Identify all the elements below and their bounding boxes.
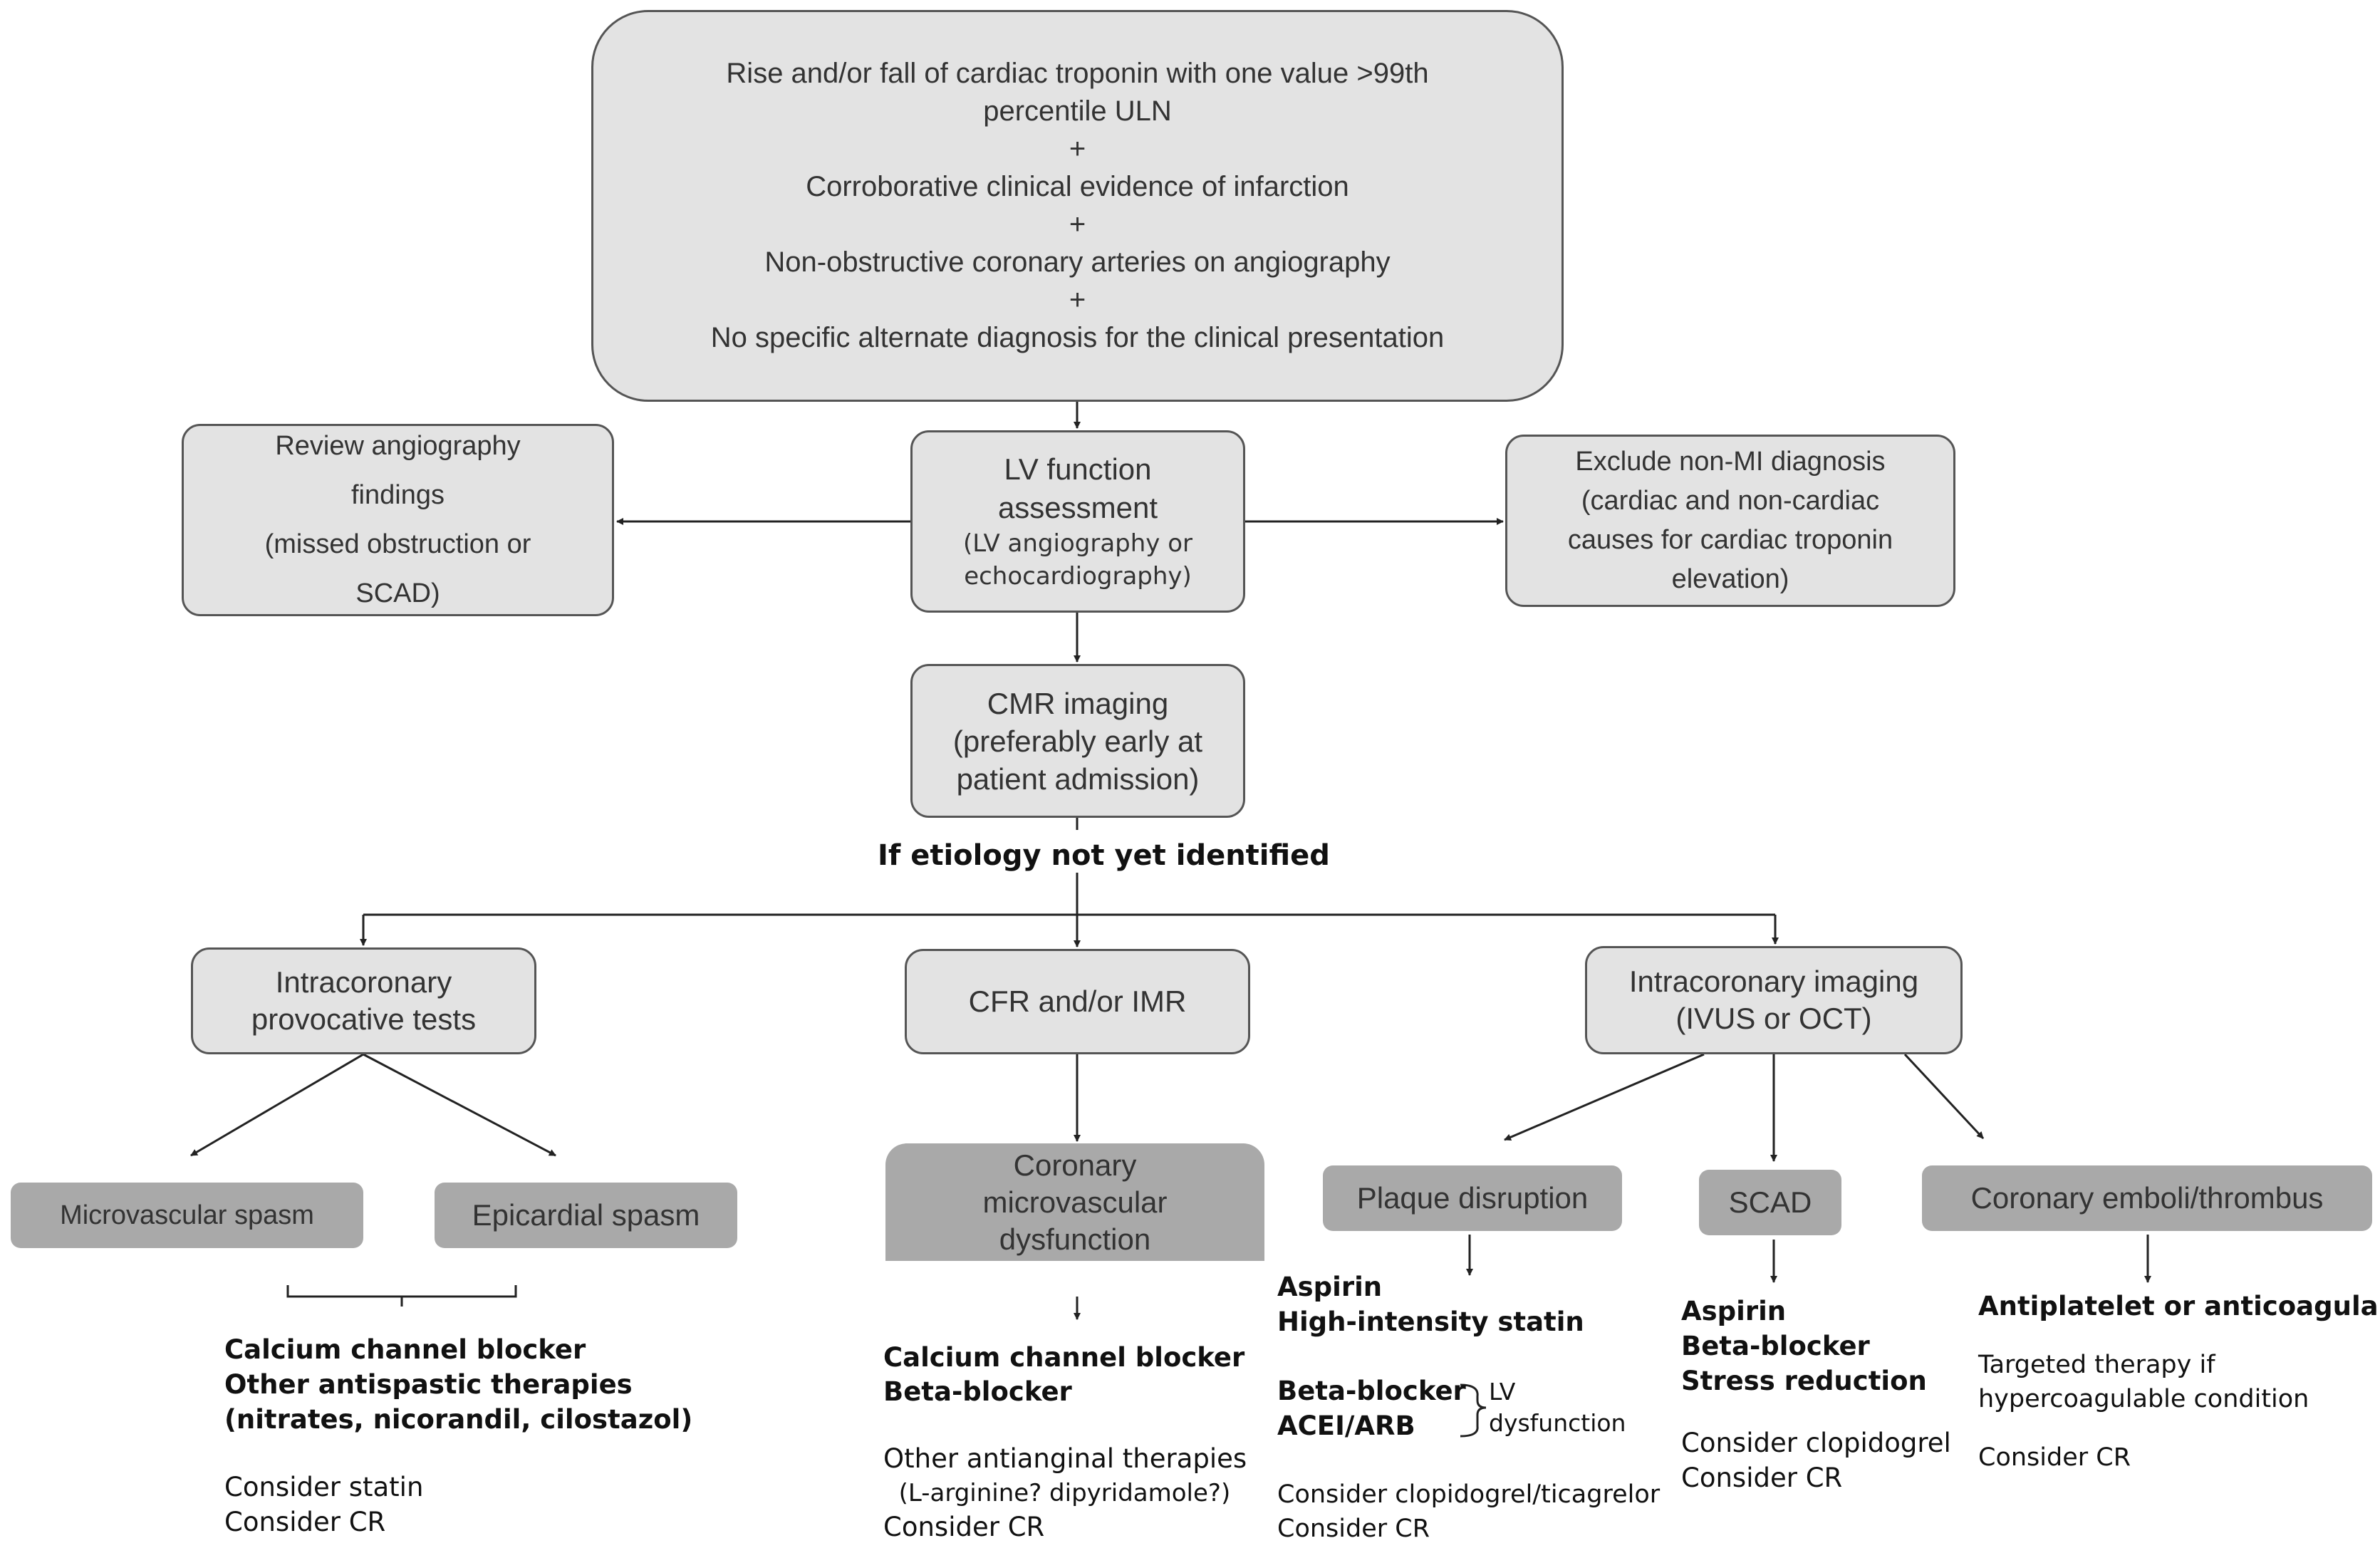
cmd-therapies: Calcium channel blocker Beta-blocker Oth… (883, 1341, 1247, 1544)
therapy-item: Stress reduction (1681, 1366, 1927, 1396)
node-sublabel: (LV angiography or (963, 529, 1192, 558)
lv-dysfunction-label: LV dysfunction (1489, 1376, 1626, 1439)
node-label: causes for cardiac troponin (1567, 525, 1893, 555)
lv-function-box: LV function assessment (LV angiography o… (910, 430, 1245, 613)
plus-sign: + (1069, 133, 1086, 165)
therapy-item: Beta-blocker (1681, 1331, 1870, 1361)
node-label: Intracoronary imaging (1628, 965, 1919, 998)
node-label: Review angiography (275, 431, 521, 461)
plaque-consider-therapies: Consider clopidogrel/ticagrelor Consider… (1277, 1477, 1660, 1546)
therapy-item: Antiplatelet or anticoagulant (1978, 1291, 2380, 1321)
connector-arrow (190, 1053, 364, 1157)
node-label: (cardiac and non-cardiac (1581, 486, 1880, 516)
therapy-item: Targeted therapy if (1978, 1351, 2215, 1379)
node-label: SCAD (1728, 1185, 1812, 1219)
therapy-item: Aspirin (1681, 1296, 1787, 1326)
cmr-imaging-box: CMR imaging (preferably early at patient… (910, 664, 1245, 818)
exclude-non-mi-box: Exclude non-MI diagnosis (cardiac and no… (1505, 435, 1955, 607)
cfr-imr-box: CFR and/or IMR (905, 949, 1250, 1054)
node-label: (preferably early at (952, 724, 1203, 758)
node-label: Exclude non-MI diagnosis (1575, 447, 1886, 477)
therapy-item: Beta-blocker (1277, 1376, 1466, 1406)
node-label: LV function (1004, 452, 1152, 486)
microvascular-spasm-box: Microvascular spasm (11, 1183, 363, 1248)
criteria-line: Non-obstructive coronary arteries on ang… (764, 246, 1391, 278)
node-label: dysfunction (999, 1222, 1151, 1256)
node-label: microvascular (982, 1185, 1168, 1219)
plus-sign: + (1069, 209, 1086, 240)
diagnostic-criteria-box: Rise and/or fall of cardiac troponin wit… (591, 10, 1564, 402)
therapy-item: Other antispastic therapies (224, 1369, 633, 1400)
therapy-item: Consider CR (1978, 1443, 2131, 1472)
node-label: provocative tests (251, 1002, 477, 1036)
scad-box: SCAD (1699, 1170, 1841, 1235)
therapy-item: Consider statin (224, 1472, 424, 1502)
coronary-microvascular-dysfunction-box: Coronary microvascular dysfunction (885, 1143, 1264, 1261)
node-label: (missed obstruction or (264, 529, 531, 559)
therapy-item: Consider clopidogrel/ticagrelor (1277, 1480, 1661, 1509)
plaque-disruption-box: Plaque disruption (1323, 1165, 1622, 1231)
therapy-item: Calcium channel blocker (224, 1334, 586, 1365)
lv-dysfunction-brace (1460, 1383, 1487, 1438)
node-label: Coronary emboli/thrombus (1970, 1181, 2324, 1215)
node-label: SCAD) (355, 578, 440, 608)
therapy-item: Consider clopidogrel (1681, 1428, 1951, 1458)
criteria-line: Corroborative clinical evidence of infar… (806, 171, 1349, 202)
coronary-emboli-box: Coronary emboli/thrombus (1922, 1165, 2372, 1231)
spasm-bracket (286, 1285, 517, 1307)
node-label: (IVUS or OCT) (1675, 1002, 1872, 1035)
node-label: CFR and/or IMR (968, 985, 1187, 1018)
node-label: patient admission) (956, 762, 1200, 796)
therapy-item: Other antianginal therapies (883, 1443, 1247, 1474)
therapy-item: Aspirin (1277, 1272, 1383, 1302)
connector-arrow (1504, 1053, 1705, 1141)
node-label: CMR imaging (987, 686, 1169, 720)
node-label: Coronary (1013, 1148, 1137, 1182)
etiology-branch-label: If etiology not yet identified (878, 839, 1330, 872)
therapy-item: Beta-blocker (883, 1376, 1072, 1407)
epicardial-spasm-box: Epicardial spasm (435, 1183, 737, 1248)
criteria-line: No specific alternate diagnosis for the … (710, 322, 1445, 353)
plus-sign: + (1069, 284, 1086, 316)
therapy-item: Calcium channel blocker (883, 1342, 1245, 1373)
therapy-item: Consider CR (1277, 1515, 1430, 1543)
therapy-item: ACEI/ARB (1277, 1411, 1415, 1441)
node-label: Intracoronary (275, 965, 452, 999)
therapy-item: (L-arginine? dipyridamole?) (883, 1479, 1231, 1507)
node-label: Epicardial spasm (472, 1198, 700, 1232)
plaque-therapies: Aspirin High-intensity statin (1277, 1269, 1584, 1339)
connector-arrow (1903, 1053, 1985, 1140)
connector-arrow (363, 1053, 556, 1157)
scad-therapies: Aspirin Beta-blocker Stress reduction Co… (1681, 1294, 1951, 1495)
brace-label: LV (1489, 1378, 1516, 1406)
node-label: Microvascular spasm (60, 1200, 314, 1230)
therapy-item: (nitrates, nicorandil, cilostazol) (224, 1404, 693, 1435)
intracoronary-imaging-box: Intracoronary imaging (IVUS or OCT) (1585, 946, 1963, 1054)
provocative-tests-box: Intracoronary provocative tests (191, 947, 536, 1054)
plaque-lv-therapies: Beta-blocker ACEI/ARB (1277, 1373, 1466, 1443)
therapy-item: hypercoagulable condition (1978, 1385, 2309, 1413)
therapy-item: Consider CR (1681, 1463, 1843, 1493)
review-angiography-box: Review angiography findings (missed obst… (182, 424, 614, 616)
node-label: findings (351, 480, 445, 510)
spasm-therapies: Calcium channel blocker Other antispasti… (224, 1332, 692, 1539)
criteria-line: percentile ULN (983, 95, 1172, 127)
node-label: assessment (997, 491, 1158, 524)
node-label: Plaque disruption (1356, 1181, 1589, 1215)
emboli-therapies: Antiplatelet or anticoagulant Targeted t… (1978, 1289, 2380, 1475)
criteria-line: Rise and/or fall of cardiac troponin wit… (726, 58, 1429, 89)
node-label: elevation) (1671, 564, 1789, 594)
therapy-item: Consider CR (224, 1507, 386, 1537)
therapy-item: High-intensity statin (1277, 1307, 1584, 1337)
node-sublabel: echocardiography) (964, 562, 1192, 591)
therapy-item: Consider CR (883, 1512, 1045, 1542)
brace-label: dysfunction (1489, 1409, 1626, 1437)
